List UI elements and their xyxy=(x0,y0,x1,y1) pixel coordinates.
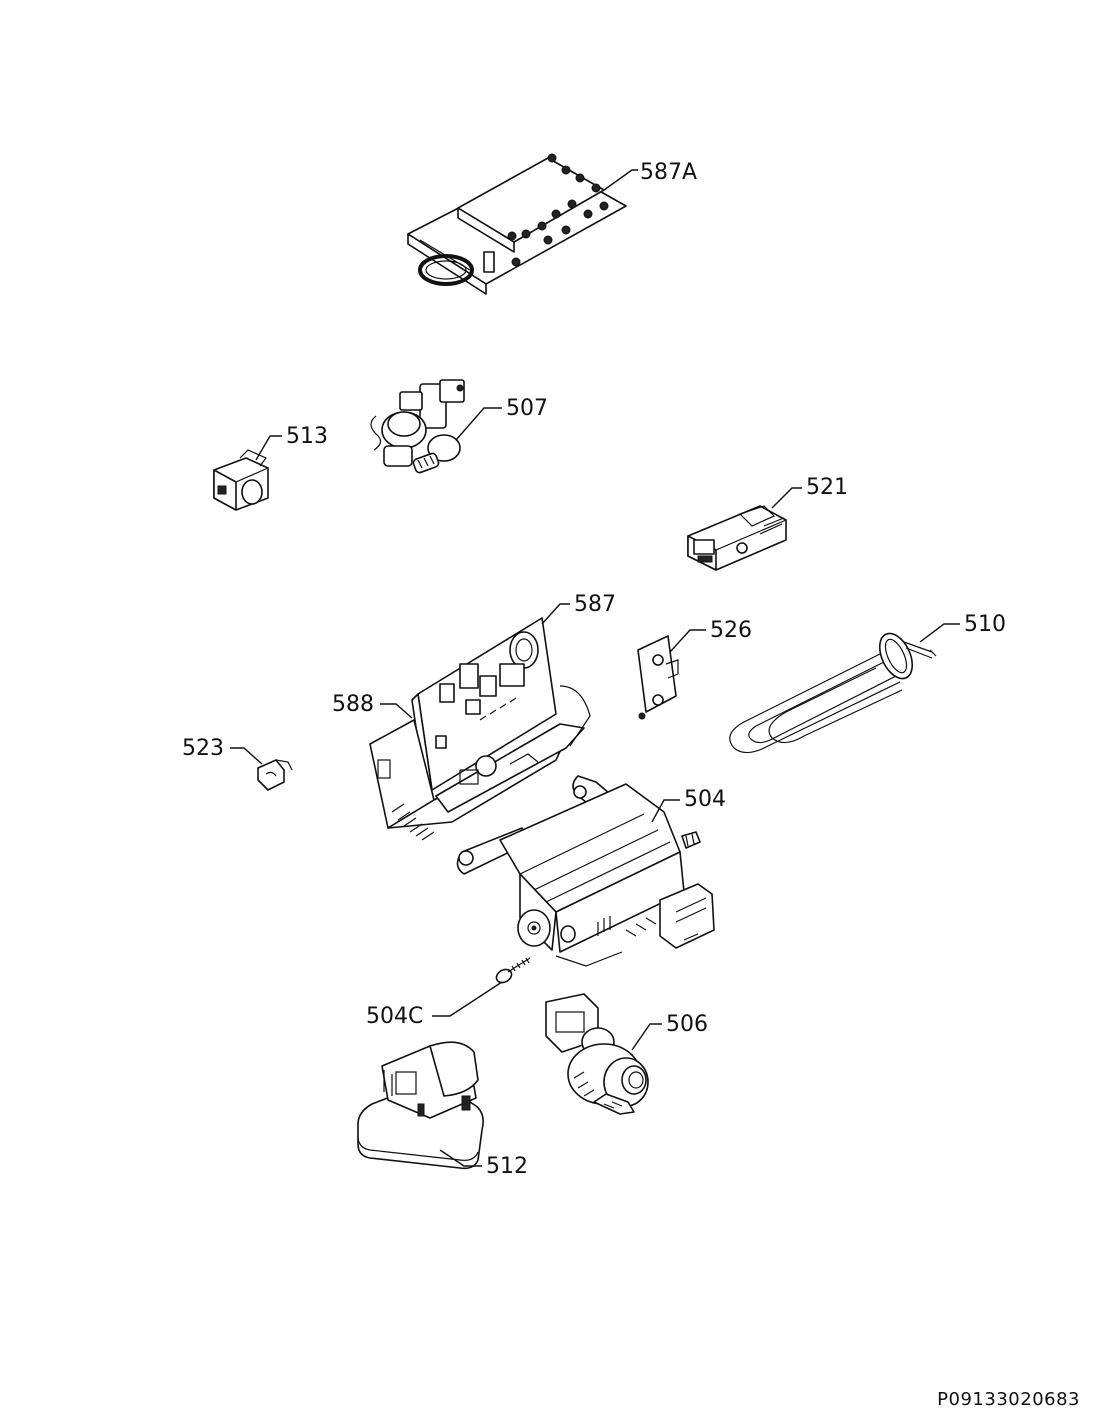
motor-icon xyxy=(456,775,715,967)
door-lock-icon xyxy=(687,505,787,571)
part-label-526: 526 xyxy=(710,618,752,643)
part-label-587: 587 xyxy=(574,592,616,617)
part-label-587A: 587A xyxy=(640,160,698,185)
part-label-521: 521 xyxy=(806,475,848,500)
leader-526 xyxy=(669,629,706,653)
leader-lines xyxy=(230,169,960,1167)
leader-513 xyxy=(255,435,282,461)
clip-icon xyxy=(257,759,293,791)
leader-506 xyxy=(631,1023,662,1051)
part-label-504C: 504C xyxy=(366,1004,424,1029)
leader-512 xyxy=(439,1149,482,1167)
part-label-504: 504 xyxy=(684,787,726,812)
leader-521 xyxy=(771,487,802,509)
leader-504 xyxy=(651,799,680,823)
leader-588 xyxy=(380,703,413,719)
part-label-510: 510 xyxy=(964,612,1006,637)
leader-504C xyxy=(432,981,503,1017)
drain-pump-icon xyxy=(545,993,649,1115)
document-id: P09133020683 xyxy=(937,1389,1080,1410)
part-label-507: 507 xyxy=(506,396,548,421)
leader-507 xyxy=(455,407,502,441)
leader-510 xyxy=(919,623,960,643)
leader-587A xyxy=(603,169,638,191)
control-panel-board-icon xyxy=(407,153,627,295)
leader-523 xyxy=(230,747,263,765)
part-label-512: 512 xyxy=(486,1154,528,1179)
heating-element-icon xyxy=(729,632,937,754)
part-label-513: 513 xyxy=(286,424,328,449)
filter-cover-icon xyxy=(357,1041,484,1170)
inlet-valve-icon xyxy=(370,379,465,474)
screw-icon xyxy=(495,957,531,984)
suppressor-icon xyxy=(213,449,269,511)
board-housing-icon xyxy=(369,685,591,841)
leader-587 xyxy=(541,603,570,625)
part-label-523: 523 xyxy=(182,736,224,761)
part-label-588: 588 xyxy=(332,692,374,717)
bracket-icon xyxy=(637,635,679,720)
part-label-506: 506 xyxy=(666,1012,708,1037)
